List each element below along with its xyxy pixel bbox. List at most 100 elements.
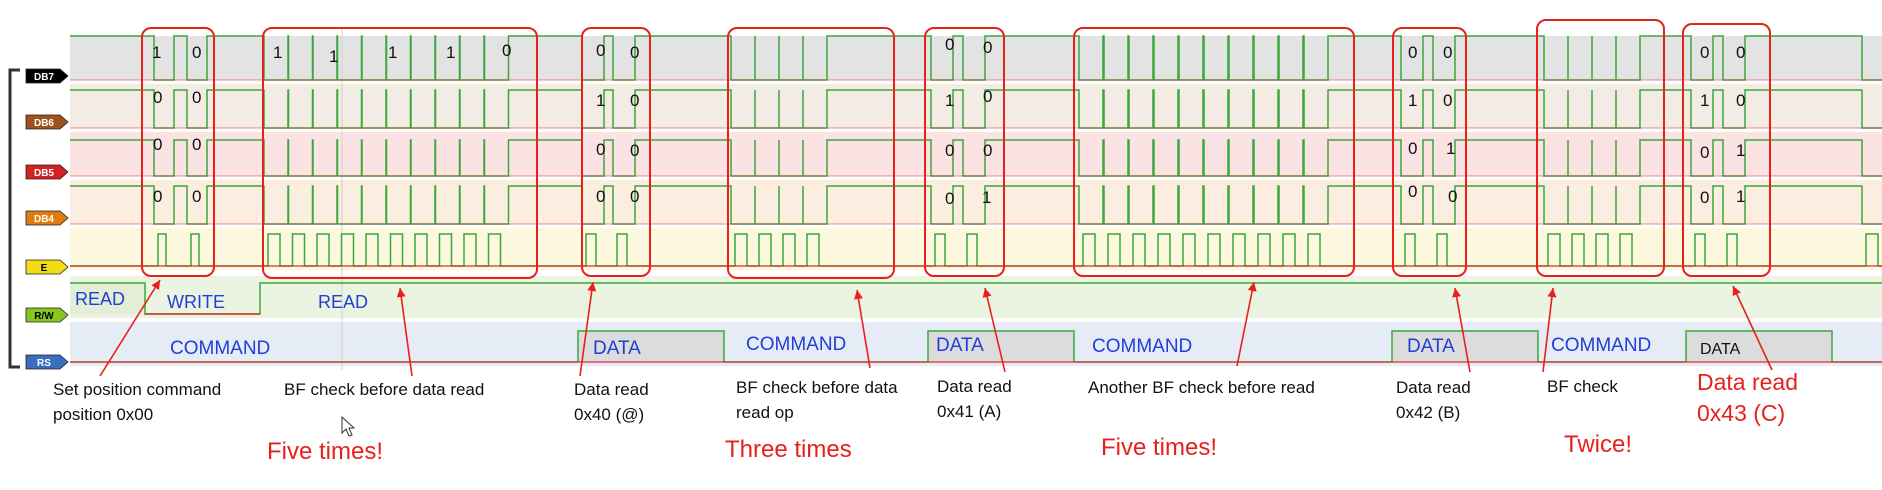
rs-label: DATA bbox=[1407, 336, 1455, 357]
rw-label: READ bbox=[75, 289, 125, 309]
annotation-note-line: BF check bbox=[1547, 377, 1618, 396]
channel-tag-label: DB6 bbox=[34, 118, 54, 129]
band-db4 bbox=[70, 180, 1882, 224]
channel-group-bracket bbox=[8, 68, 20, 369]
annotation-arrow bbox=[1732, 285, 1773, 371]
annotation-arrow bbox=[1542, 287, 1557, 373]
bit-value-db4: 1 bbox=[1736, 187, 1745, 206]
mouse-cursor-icon bbox=[341, 415, 356, 437]
repeat-count-label: Five times! bbox=[267, 438, 383, 465]
bit-value-db5: 1 bbox=[1446, 139, 1455, 158]
signal-traces bbox=[70, 35, 1882, 363]
annotation-boxes bbox=[99, 19, 1773, 377]
annotation-note-line: Another BF check before read bbox=[1088, 378, 1315, 397]
annotation-note-line: 0x42 (B) bbox=[1396, 403, 1460, 422]
annotation-box bbox=[1073, 27, 1355, 277]
annotation-arrow bbox=[1236, 281, 1257, 367]
rs-label: DATA bbox=[1700, 341, 1741, 358]
channel-tag-label: E bbox=[41, 263, 48, 274]
bit-value-db7: 1 bbox=[329, 47, 338, 66]
bit-value-db5: 0 bbox=[983, 141, 992, 160]
repeat-count-label: Five times! bbox=[1101, 434, 1217, 461]
annotation-arrow bbox=[982, 287, 1006, 373]
bit-value-db6: 0 bbox=[192, 88, 201, 107]
band-e bbox=[70, 228, 1882, 270]
channel-tag-label: R/W bbox=[34, 311, 54, 322]
rw-label: READ bbox=[318, 292, 368, 312]
rw-read-shade bbox=[70, 283, 145, 314]
bit-value-db6: 1 bbox=[945, 91, 954, 110]
bit-value-db5: 0 bbox=[1700, 143, 1709, 162]
annotation-note-line: Data read bbox=[1396, 378, 1471, 397]
trace-e bbox=[70, 233, 1882, 267]
annotation-box bbox=[262, 27, 538, 279]
bit-value-db6: 1 bbox=[596, 91, 605, 110]
bit-value-db7: 1 bbox=[388, 43, 397, 62]
annotation-box bbox=[141, 27, 215, 277]
annotation-arrow bbox=[854, 289, 871, 369]
bit-value-db4: 0 bbox=[596, 187, 605, 206]
annotation-box bbox=[581, 27, 651, 277]
channel-tag-shape bbox=[25, 354, 69, 370]
bit-value-db4: 0 bbox=[1448, 187, 1457, 206]
annotation-arrow bbox=[99, 279, 161, 377]
bit-value-db4: 0 bbox=[1408, 182, 1417, 201]
annotation-note: BF check bbox=[1547, 377, 1618, 396]
annotation-note-line: 0x41 (A) bbox=[937, 402, 1001, 421]
annotation-arrow bbox=[396, 287, 413, 377]
channel-tag-e: E bbox=[25, 259, 69, 275]
channel-tag-shape bbox=[25, 210, 69, 226]
annotation-note: Data read 0x42 (B) bbox=[1396, 378, 1471, 422]
rs-label: COMMAND bbox=[746, 334, 846, 355]
bit-value-db4: 0 bbox=[630, 187, 639, 206]
annotation-note-line: BF check before data bbox=[736, 378, 898, 397]
repeat-count-label: Twice! bbox=[1564, 431, 1632, 458]
bit-value-db6: 1 bbox=[1408, 91, 1417, 110]
annotation-note: Data read 0x43 (C) bbox=[1697, 369, 1798, 426]
channel-tag-shape bbox=[25, 114, 69, 130]
bit-value-db5: 0 bbox=[596, 140, 605, 159]
bit-value-db5: 0 bbox=[1408, 139, 1417, 158]
channel-tag-rw: R/W bbox=[25, 307, 69, 323]
bit-value-db6: 0 bbox=[983, 87, 992, 106]
bit-value-db7: 0 bbox=[596, 41, 605, 60]
annotation-box bbox=[1392, 27, 1467, 277]
annotation-note-line: Data read bbox=[937, 377, 1012, 396]
annotation-note-line: read op bbox=[736, 403, 794, 422]
annotation-arrow bbox=[579, 281, 597, 377]
bit-value-db5: 0 bbox=[153, 135, 162, 154]
band-db7 bbox=[70, 36, 1882, 80]
annotation-note-line: position 0x00 bbox=[53, 405, 153, 424]
annotation-box bbox=[1536, 19, 1665, 277]
bit-value-db7: 1 bbox=[446, 43, 455, 62]
annotation-note-line: Data read bbox=[574, 380, 649, 399]
annotation-box bbox=[727, 27, 895, 279]
annotation-note: Data read 0x41 (A) bbox=[937, 377, 1012, 421]
channel-tag-shape bbox=[25, 307, 69, 323]
repeat-count-label: Three times bbox=[725, 436, 852, 463]
annotation-note: BF check before data read bbox=[284, 380, 484, 399]
annotation-note-line: 0x40 (@) bbox=[574, 405, 644, 424]
channel-tag-rs: RS bbox=[25, 354, 69, 370]
band-db6 bbox=[70, 84, 1882, 128]
rs-data-shade bbox=[578, 331, 724, 362]
channel-tag-db4: DB4 bbox=[25, 210, 69, 226]
band-db5 bbox=[70, 132, 1882, 176]
bit-value-db6: 1 bbox=[1700, 91, 1709, 110]
bit-value-db7: 0 bbox=[1443, 43, 1452, 62]
annotation-note-line: 0x43 (C) bbox=[1697, 400, 1785, 426]
bit-value-db5: 1 bbox=[1736, 141, 1745, 160]
rs-label: DATA bbox=[936, 335, 984, 356]
annotation-note: Data read 0x40 (@) bbox=[574, 380, 649, 424]
annotation-note-line: Data read bbox=[1697, 369, 1798, 395]
bit-value-db5: 0 bbox=[945, 141, 954, 160]
channel-tag-shape bbox=[25, 164, 69, 180]
bit-value-db4: 0 bbox=[945, 189, 954, 208]
bit-value-db7: 0 bbox=[1408, 43, 1417, 62]
bit-value-db4: 0 bbox=[192, 187, 201, 206]
bit-value-db7: 0 bbox=[630, 43, 639, 62]
